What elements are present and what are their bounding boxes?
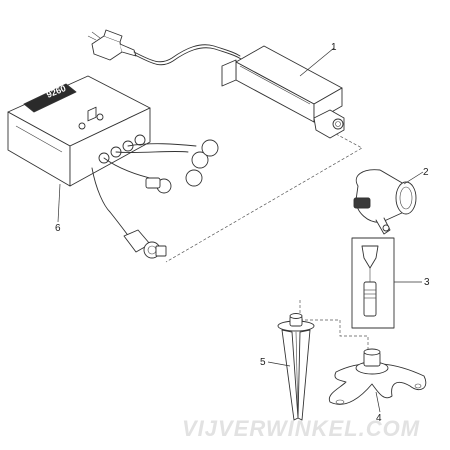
dashed-link-power-controller — [165, 133, 363, 263]
ground-spike — [277, 313, 315, 421]
callout-5: 5 — [260, 357, 266, 368]
controller-output-cable — [91, 167, 131, 239]
callout-6: 6 — [55, 223, 61, 234]
callout-2: 2 — [423, 167, 429, 178]
mains-cable — [133, 44, 241, 63]
controller-connectors — [98, 134, 219, 194]
mounting-adapter — [351, 237, 395, 329]
leader-2 — [403, 171, 424, 185]
mains-cable-edge — [134, 47, 242, 66]
output-connector — [123, 229, 167, 259]
watermark-text: VIJVERWINKEL.COM — [182, 416, 420, 441]
ground-stand — [328, 348, 427, 405]
callout-4: 4 — [376, 413, 382, 424]
callout-1: 1 — [331, 42, 337, 53]
power-supply — [221, 45, 345, 139]
leader-6 — [57, 183, 61, 223]
leader-4 — [375, 391, 381, 413]
leader-1 — [299, 47, 335, 77]
callout-3: 3 — [424, 277, 430, 288]
mains-plug — [87, 29, 137, 61]
controller: 9260 — [7, 75, 151, 187]
spotlight — [353, 169, 417, 235]
leader-5 — [267, 361, 291, 367]
